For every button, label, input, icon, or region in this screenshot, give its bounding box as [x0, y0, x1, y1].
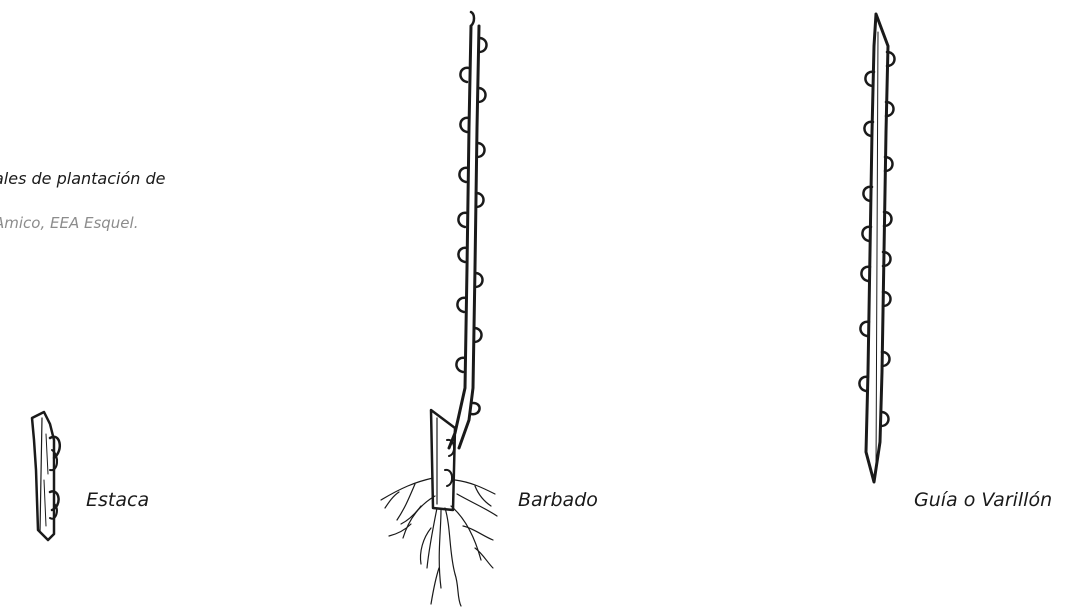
label-estaca: Estaca: [86, 489, 149, 511]
barbado-rooted-cutting-illustration: [375, 8, 515, 608]
label-guia-varillon: Guía o Varillón: [914, 489, 1052, 511]
caption-line-1: ales de plantación de: [0, 168, 314, 190]
caption-credit: Amico, EEA Esquel.: [0, 212, 314, 234]
estaca-cutting-illustration: [30, 410, 70, 545]
figure-caption: ales de plantación de . Amico, EEA Esque…: [0, 168, 314, 234]
guia-varillon-rod-illustration: [848, 12, 908, 487]
label-barbado: Barbado: [518, 489, 598, 511]
caption-line-2: .: [0, 190, 314, 212]
